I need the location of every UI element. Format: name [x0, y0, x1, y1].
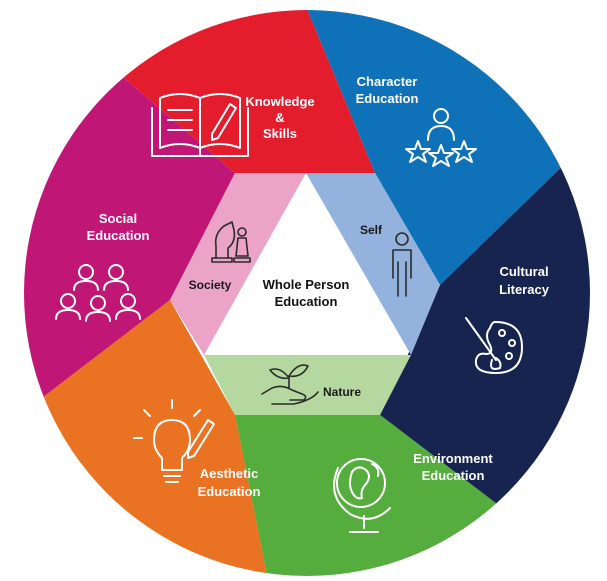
- segment-self: [306, 173, 440, 355]
- globe-icon: [333, 458, 391, 533]
- label-knowledge-line2: &: [275, 110, 284, 125]
- label-aesthetic-line1: Aesthetic: [200, 466, 259, 481]
- label-cultural-line1: Cultural: [499, 264, 548, 279]
- label-knowledge-line3: Skills: [263, 126, 297, 141]
- standing-person-icon: [392, 232, 412, 297]
- label-environment-line1: Environment: [413, 451, 493, 466]
- group-people-icon: [55, 264, 141, 322]
- lightbulb-pencil-icon: [133, 399, 215, 483]
- center-title-line1: Whole Person: [263, 277, 350, 292]
- label-self: Self: [360, 223, 383, 237]
- label-social-line1: Social: [99, 211, 137, 226]
- label-aesthetic-line2: Education: [198, 484, 261, 499]
- palette-brush-icon: [465, 317, 523, 374]
- label-environment-line2: Education: [422, 468, 485, 483]
- open-book-pencil-icon: [151, 93, 249, 157]
- hand-sprout-icon: [261, 364, 319, 405]
- person-stars-icon: [405, 108, 477, 167]
- label-society: Society: [189, 278, 232, 292]
- segment-nature: [204, 355, 411, 415]
- segment-society: [170, 173, 306, 355]
- label-knowledge-line1: Knowledge: [245, 94, 314, 109]
- center-triangle: [208, 181, 405, 351]
- chess-pieces-icon: [211, 221, 251, 263]
- label-cultural-line2: Literacy: [499, 282, 550, 297]
- center-title-line2: Education: [275, 294, 338, 309]
- label-character-line2: Education: [356, 91, 419, 106]
- label-nature: Nature: [323, 385, 361, 399]
- label-character-line1: Character: [357, 74, 418, 89]
- label-social-line2: Education: [87, 228, 150, 243]
